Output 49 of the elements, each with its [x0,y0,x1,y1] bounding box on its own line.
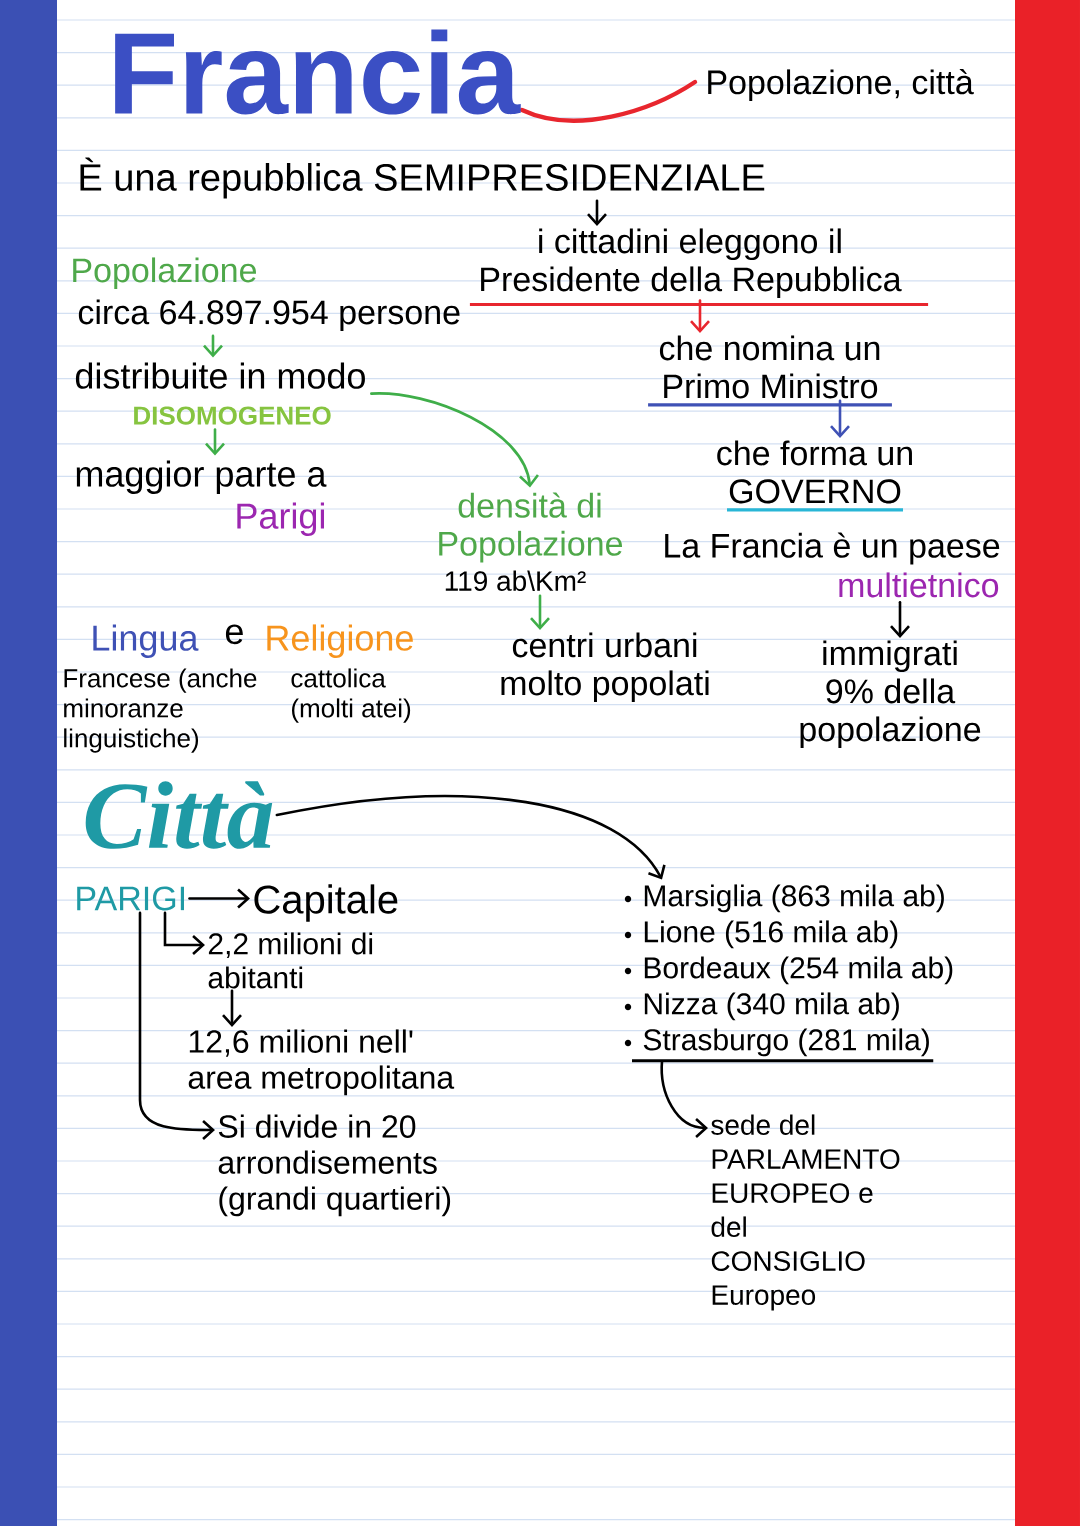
note-text: che forma un GOVERNO [717,440,912,504]
note-text: Si divide in 20 arrondisements (grandi quartieri) [218,1114,451,1217]
note-text: Francese (anche minoranze linguistiche) [64,668,257,753]
section-heading: Città [85,781,273,849]
note-text: 2,2 milioni di abitanti [208,932,373,989]
note-text: immigrati 9% della popolazione [800,640,981,749]
arrow [587,199,607,226]
heading: Lingua [93,624,199,658]
note-text: i cittadini eleggono il Presidente della Repubblica [481,228,902,299]
note-text: Capitale [254,884,398,922]
note-text: 119 ab\Km² [445,570,586,591]
note-text: 12,6 milioni nell' area metropolitana [188,1029,455,1096]
note-text: È una repubblica SEMIPRESIDENZIALE [80,157,765,199]
note-text: sede del PARLAMENTO EUROPEO e del CONSIGLIO Europeo [711,1114,900,1311]
heading: Religione [267,624,413,658]
note-text: e [225,624,243,645]
note-text: distribuite in modo [75,362,365,389]
arrow [530,594,550,630]
arrow [222,989,242,1027]
arrow [275,794,666,880]
note-text: multietnico [839,572,999,598]
note-text: Nizza (340 mila ab) [644,992,899,1021]
arrow [660,1059,708,1138]
arrow [890,600,910,638]
arrow [370,392,539,488]
note-text: Popolazione [73,257,256,290]
arrow [690,299,710,333]
note-text: che nomina un Primo Ministro [659,335,880,399]
subtitle: Popolazione, città [708,68,974,102]
note-text: centri urbani molto popolati [501,632,709,703]
note-text: DISOMOGENEO [134,406,331,425]
note-text: Lione (516 mila ab) [644,920,898,949]
arrow [830,399,850,438]
note-text: PARIGI [77,886,184,911]
note-text: circa 64.897.954 persone [78,299,460,332]
arrow [205,428,225,456]
note-text: Parigi [237,502,324,536]
title: Francia [115,29,521,115]
note-text: La Francia è un paese [665,532,1000,565]
note-text: Bordeaux (254 mila ab) [644,956,953,985]
note-text: densità di Popolazione [439,492,623,563]
note-text: cattolica (molti atei) [291,668,411,723]
arrow [138,911,215,1140]
note-text: maggior parte a [76,460,327,494]
note-text: Strasburgo (281 mila) [643,1028,929,1057]
note-text: Marsiglia (863 mila ab) [644,884,944,913]
arrow [203,334,223,358]
arrow [163,911,205,955]
arrow [188,888,250,909]
